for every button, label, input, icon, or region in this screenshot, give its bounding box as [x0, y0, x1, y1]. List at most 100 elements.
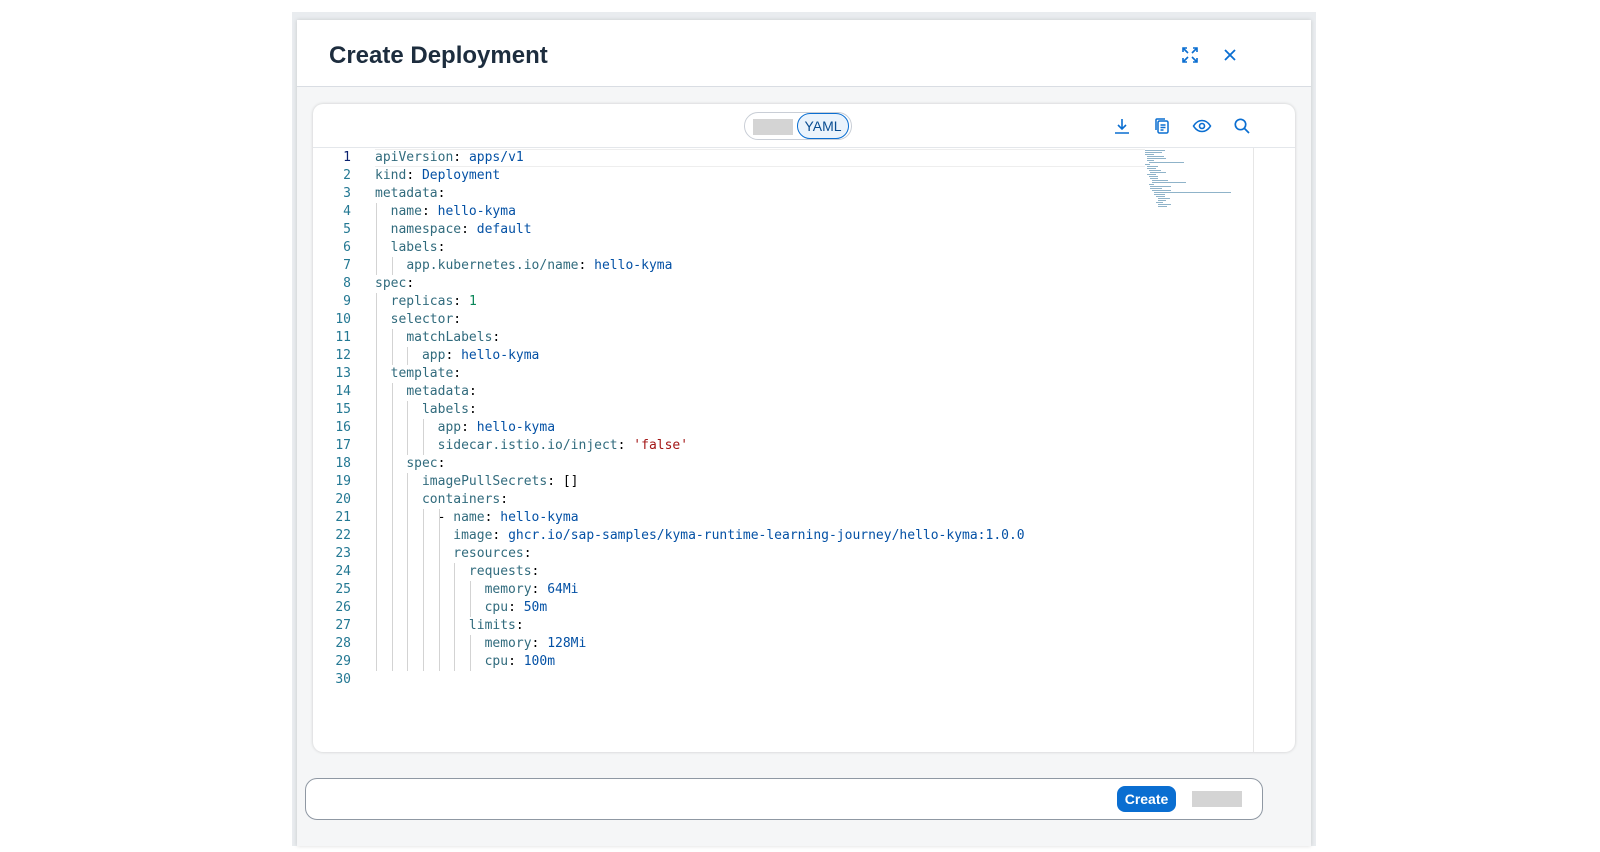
download-button[interactable]	[1110, 114, 1134, 138]
close-button[interactable]	[1213, 38, 1247, 72]
indent-guide	[454, 635, 455, 653]
indent-guide	[392, 509, 393, 527]
mode-yaml-button[interactable]: YAML	[797, 113, 849, 139]
code-line: cpu: 100m	[484, 654, 556, 669]
line-number: 13	[335, 366, 351, 381]
indent-guide	[470, 635, 471, 653]
indent-guide	[407, 401, 408, 419]
cancel-button[interactable]	[1192, 791, 1242, 807]
line-number: 8	[343, 276, 351, 291]
indent-guide	[439, 545, 440, 563]
indent-guide	[439, 563, 440, 581]
create-button[interactable]: Create	[1117, 786, 1176, 812]
indent-guide	[407, 491, 408, 509]
line-number: 20	[335, 492, 351, 507]
code-line: name: hello-kyma	[390, 204, 516, 219]
indent-guide	[454, 599, 455, 617]
minimap-line	[1146, 166, 1159, 167]
line-number: 5	[343, 222, 351, 237]
minimap-line	[1150, 186, 1172, 187]
indent-guide	[407, 437, 408, 455]
indent-guide	[407, 581, 408, 599]
indent-guide	[423, 581, 424, 599]
code-line: memory: 128Mi	[484, 636, 587, 651]
fullscreen-button[interactable]	[1173, 38, 1207, 72]
indent-guide	[376, 221, 377, 239]
code-line: matchLabels:	[406, 330, 501, 345]
indent-guide	[407, 347, 408, 365]
code-line: spec:	[406, 456, 446, 471]
minimap[interactable]	[1145, 150, 1235, 220]
line-number: 14	[335, 384, 351, 399]
indent-guide	[439, 635, 440, 653]
download-icon	[1115, 119, 1129, 134]
indent-guide	[470, 599, 471, 617]
indent-guide	[376, 509, 377, 527]
indent-guide	[376, 653, 377, 671]
code-line: limits:	[468, 618, 524, 633]
dialog-header: Create Deployment	[297, 20, 1311, 87]
preview-button[interactable]	[1190, 114, 1214, 138]
line-number: 11	[335, 330, 351, 345]
vertical-scrollbar[interactable]	[1253, 148, 1254, 752]
copy-button[interactable]	[1150, 114, 1174, 138]
code-line: metadata:	[375, 186, 446, 201]
line-number: 3	[343, 186, 351, 201]
code-line: app.kubernetes.io/name: hello-kyma	[406, 258, 673, 273]
indent-guide	[376, 347, 377, 365]
line-number: 28	[335, 636, 351, 651]
line-number: 29	[335, 654, 351, 669]
indent-guide	[376, 527, 377, 545]
line-number: 19	[335, 474, 351, 489]
minimap-line	[1148, 184, 1154, 185]
code-line: kind: Deployment	[375, 168, 501, 183]
indent-guide	[423, 635, 424, 653]
minimap-line	[1150, 178, 1158, 179]
code-line: requests:	[468, 564, 540, 579]
minimap-line	[1157, 198, 1171, 199]
indent-guide	[407, 563, 408, 581]
indent-guide	[376, 365, 377, 383]
code-line: image: ghcr.io/sap-samples/kyma-runtime-…	[453, 528, 1025, 543]
indent-guide	[376, 473, 377, 491]
minimap-line	[1145, 152, 1162, 153]
line-number: 30	[335, 672, 351, 687]
search-button[interactable]	[1230, 114, 1254, 138]
search-icon	[1234, 118, 1250, 134]
minimap-line	[1146, 168, 1157, 169]
indent-guide	[407, 419, 408, 437]
indent-guide	[454, 581, 455, 599]
code-line: resources:	[453, 546, 532, 561]
indent-guide	[376, 419, 377, 437]
dialog-title: Create Deployment	[329, 42, 548, 69]
line-number: 24	[335, 564, 351, 579]
indent-guide	[439, 509, 440, 527]
mode-form-button[interactable]	[753, 119, 793, 135]
code-line: selector:	[390, 312, 462, 327]
minimap-line	[1146, 160, 1155, 161]
eye-icon	[1192, 119, 1212, 133]
indent-guide	[376, 257, 377, 275]
indent-guide	[392, 383, 393, 401]
indent-guide	[392, 491, 393, 509]
minimap-line	[1150, 188, 1162, 189]
current-line-highlight	[375, 149, 1145, 167]
minimap-line	[1148, 176, 1159, 177]
indent-guide	[392, 653, 393, 671]
indent-guide	[423, 437, 424, 455]
indent-guide	[376, 635, 377, 653]
indent-guide	[423, 563, 424, 581]
line-number: 4	[343, 204, 351, 219]
indent-guide	[392, 437, 393, 455]
copy-icon	[1155, 118, 1169, 134]
indent-guide	[376, 545, 377, 563]
mode-toggle: YAML	[744, 112, 852, 140]
line-number: 16	[335, 420, 351, 435]
line-number: 6	[343, 240, 351, 255]
indent-guide	[423, 617, 424, 635]
minimap-line	[1145, 154, 1155, 155]
yaml-editor-card: YAML	[313, 104, 1295, 752]
indent-guide	[392, 401, 393, 419]
